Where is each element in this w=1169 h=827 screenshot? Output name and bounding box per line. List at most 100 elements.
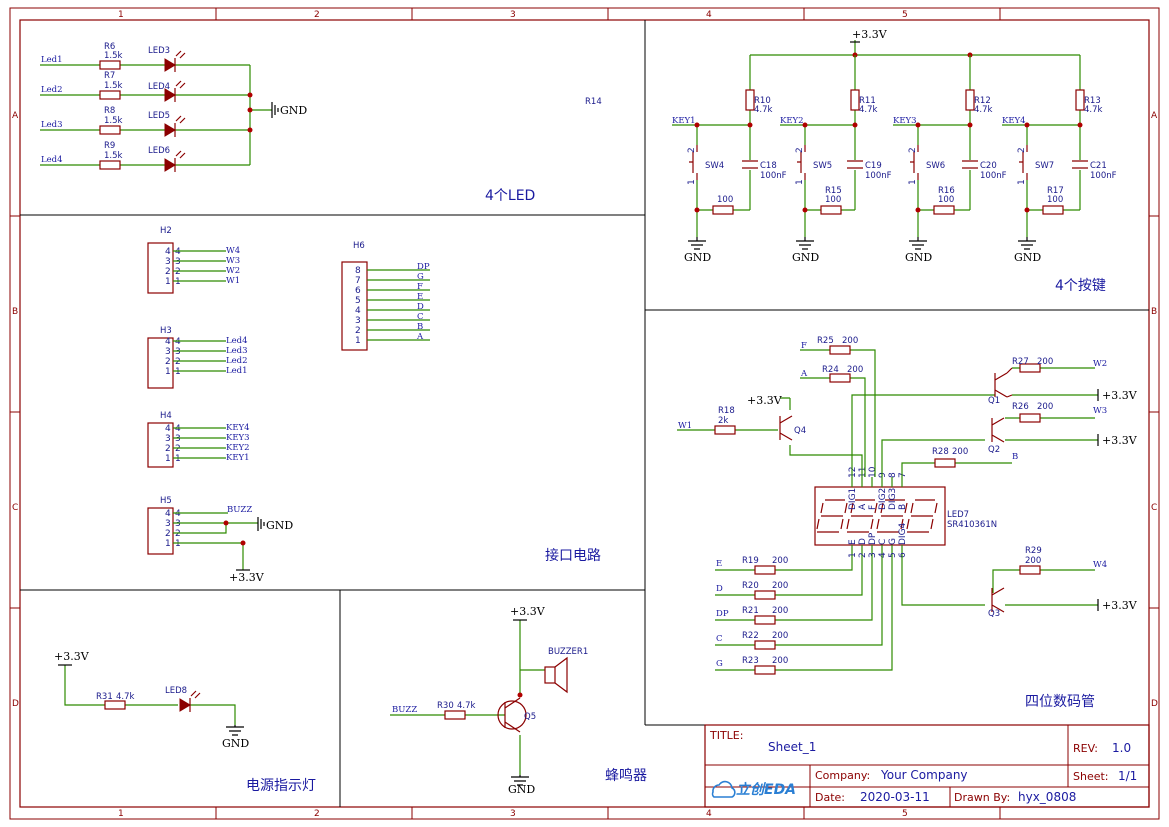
header-pin-label: 3 [175,434,181,444]
header-net-KEY3: KEY3 [226,433,250,443]
r9-value: 1.5k [104,151,123,161]
tb-title-label: TITLE: [709,729,743,742]
grid-labels: 1 2 3 4 5 1 2 3 4 5 A B C D A B C D [12,10,1158,819]
seg-net-c: C [716,634,723,644]
header-pin: 1 [165,454,171,464]
series-resistor-1 [712,205,734,215]
tb-date-label: Date: [815,791,845,804]
header-net-Led3: Led3 [226,346,248,356]
led7-ref: LED7 [947,510,969,520]
grid-col-2-bottom: 2 [314,809,320,819]
r6-value: 1.5k [104,51,123,61]
title-block: TITLE: Sheet_1 REV: 1.0 Company: Your Co… [704,724,1150,808]
h6-pin-3: 3 [355,316,361,326]
q1-wires [851,367,1098,477]
lceda-logo: 立创EDA [711,780,796,798]
junction-dot [802,122,808,128]
r28-body [934,458,956,468]
pullup-ref-3: R12 [974,96,991,106]
q3-net: W4 [1093,560,1107,570]
q3-wires [901,555,1098,606]
q1-vcc-label: +3.3V [1102,389,1138,402]
tb-sheet-label: Sheet: [1073,770,1109,783]
h5-wires [173,512,258,570]
grid-col-5: 5 [902,10,908,20]
r23-value: 200 [772,656,788,666]
display-seg-top-wires [800,349,876,477]
pullup-value-3: 4.7k [974,105,993,115]
header-net-Led4: Led4 [226,336,248,346]
section-title-display: 四位数码管 [1025,694,1095,710]
h6-net-B: B [417,322,423,332]
led-row-3: Led3 R8 1.5k LED5 [40,106,250,137]
seg-wire-C [715,555,883,646]
h4-body [147,422,174,468]
section-title-interface: 接口电路 [545,547,601,564]
grid-row-a: A [12,111,19,121]
section-title-led: 4个LED [485,188,535,204]
led4-ref: LED4 [148,82,170,92]
junction-dot [915,122,921,128]
switch-ref-3: SW6 [926,161,945,171]
switch-pin-1-2: 1 [795,179,805,185]
display-seg-b-wire [901,462,1012,477]
r27-body [1019,363,1041,373]
r23-body [754,665,776,675]
junction-dot [1024,207,1030,213]
switch-pin-2-4: 2 [1017,147,1027,153]
pullup-resistor-2 [850,89,860,111]
h4-ref: H4 [160,411,172,421]
r18-value: 2k [718,416,728,426]
display-top-pin-num-9: 9 [878,472,888,478]
power-led-section: +3.3V R31 4.7k LED8 GND [54,650,249,750]
tb-title: Sheet_1 [768,740,816,754]
h5-gnd-label: GND [266,519,293,532]
seg-wire-D [715,555,863,596]
buzzer-vcc: +3.3V [510,605,546,618]
header-pin-label: 4 [175,337,181,347]
pullup-value-4: 4.7k [1084,105,1103,115]
grid-col-2: 2 [314,10,320,20]
r28-value: 200 [952,447,968,457]
switch-pin-1-3: 1 [908,179,918,185]
q4-wires [677,397,863,477]
r22-value: 200 [772,631,788,641]
header-pin-label: 1 [175,367,181,377]
series-resistor-3 [933,205,955,215]
junction-dot [1024,122,1030,128]
led7-part: SR410361N [947,520,997,530]
h6-ref: H6 [353,241,365,251]
grid-row-d: D [12,699,19,709]
q3-vcc-label: +3.3V [1102,599,1138,612]
key-wire-1 [672,55,751,237]
r27-ref: R27 [1012,357,1029,367]
display-bottom-pin-num-2: 2 [858,552,868,558]
seg-net-e: E [716,559,722,569]
led6-ref: LED6 [148,146,170,156]
tb-company: Your Company [880,768,968,782]
h6-pin-8: 8 [355,266,361,276]
key-gnd-1-label: GND [684,251,711,264]
cap-value-3: 100nF [980,171,1007,181]
pullup-ref-1: R10 [754,96,771,106]
header-pin: 4 [165,424,171,434]
header-net-KEY1: KEY1 [226,453,250,463]
header-net-W2: W2 [226,266,240,276]
q3-ref: Q3 [988,609,1000,619]
power-led-gnd: GND [222,737,249,750]
h6-net-D: D [417,302,424,312]
q4-symbol [779,415,793,441]
pullup-resistor-4 [1075,89,1085,111]
q2-net: W3 [1093,406,1107,416]
h6-pin-2: 2 [355,326,361,336]
keys-vcc-label: +3.3V [852,28,888,41]
grid-col-4-bottom: 4 [706,809,712,819]
r25-ref: R25 [817,336,834,346]
header-pin-label: 1 [175,277,181,287]
r20-value: 200 [772,581,788,591]
q4-ref: Q4 [794,426,806,436]
header-pin: 2 [165,267,171,277]
h6-pin-5: 5 [355,296,361,306]
section-title-power-led: 电源指示灯 [246,778,316,794]
